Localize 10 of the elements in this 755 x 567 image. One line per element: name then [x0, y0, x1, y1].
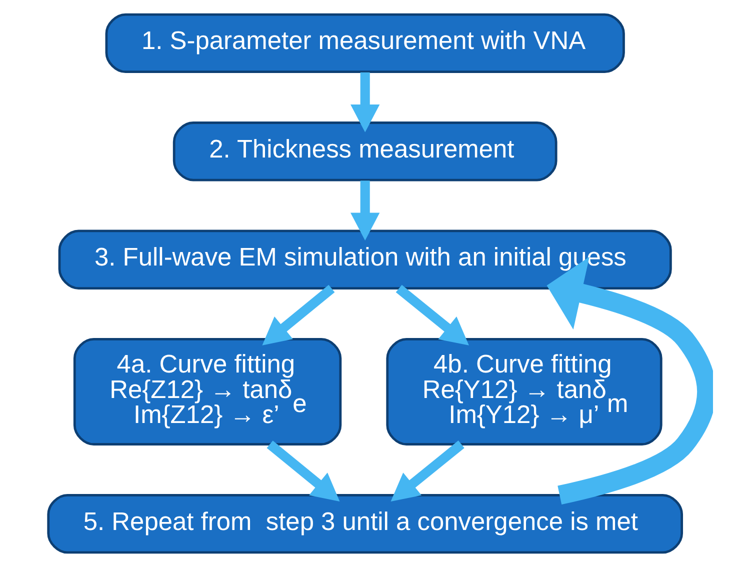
arrow — [546, 256, 713, 504]
arrow — [350, 72, 380, 132]
arrow — [396, 284, 469, 346]
arrow — [350, 180, 380, 241]
arrow — [262, 284, 335, 346]
arrow — [390, 440, 464, 502]
node-box: 5. Repeat from step 3 until a convergence is met — [47, 494, 684, 554]
node-box: 2. Thickness measurement — [172, 122, 558, 182]
arrow — [266, 440, 340, 502]
node-box: 1. S-parameter measurement with VNA — [105, 13, 625, 74]
